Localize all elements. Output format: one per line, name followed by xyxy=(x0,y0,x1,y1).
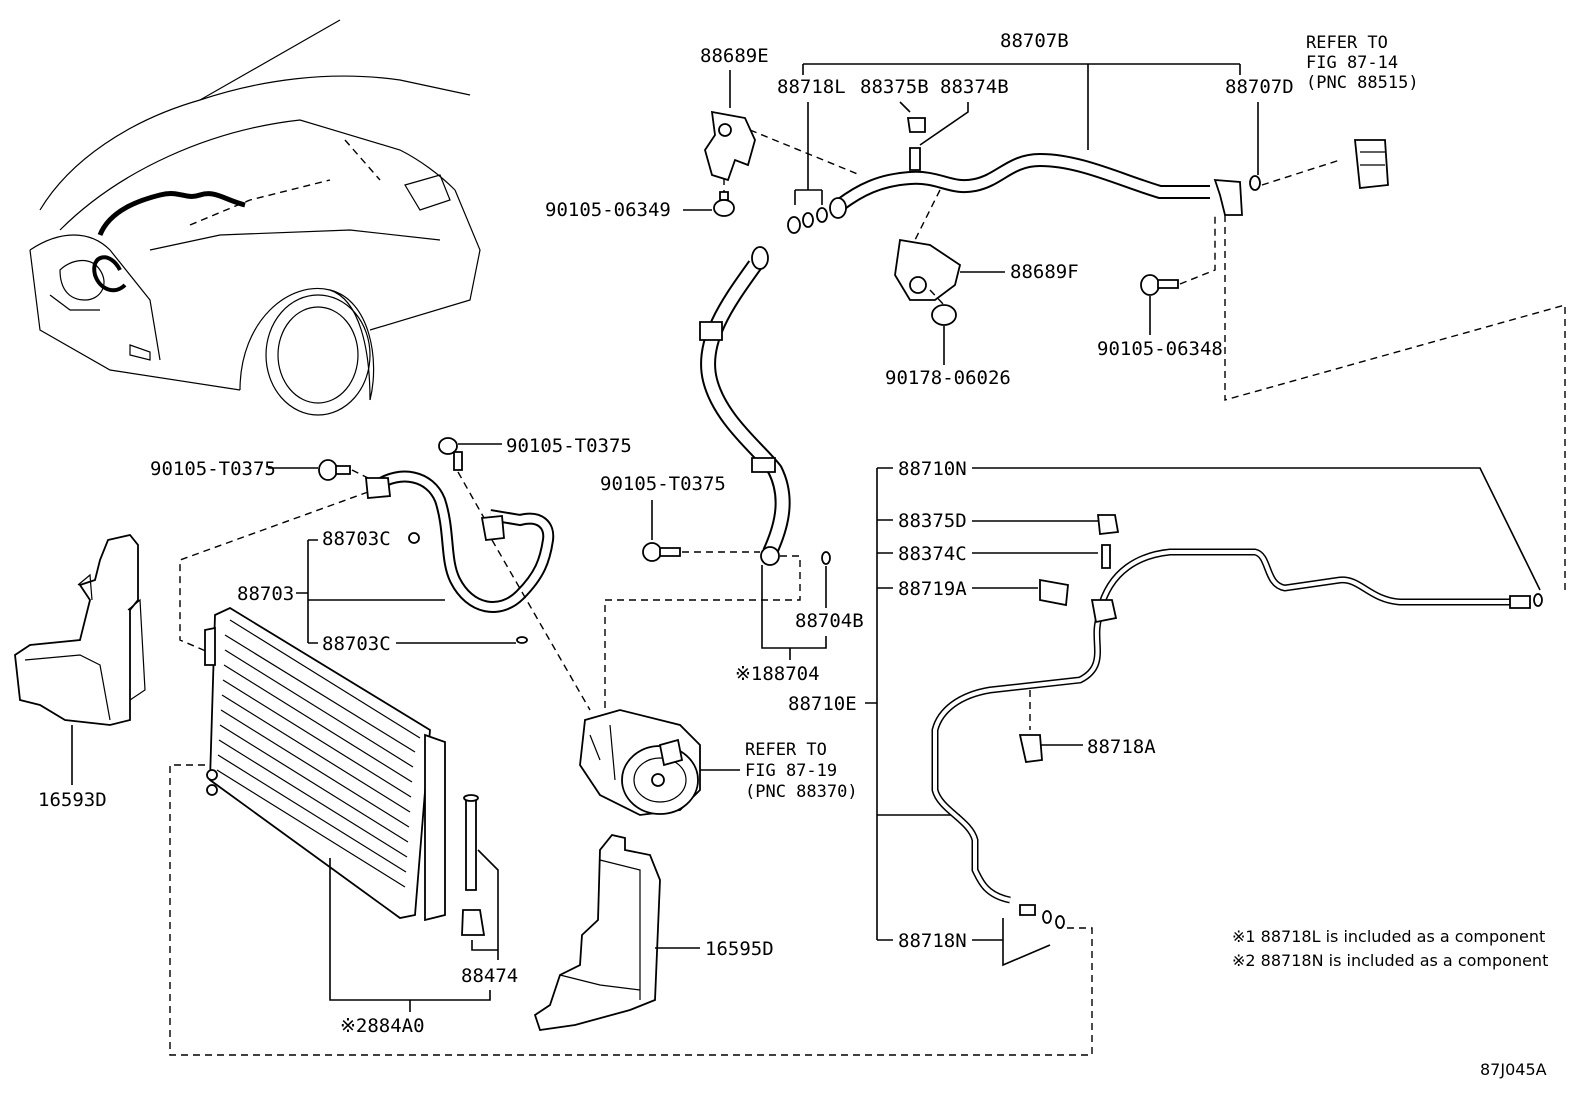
label-90105-T0375-upper: 90105-T0375 xyxy=(506,435,632,457)
label-16593D: 16593D xyxy=(38,789,107,811)
condenser-884A0 xyxy=(204,606,446,922)
bolt-90105-06349 xyxy=(713,191,735,217)
o-ring-88703C-b xyxy=(516,636,528,644)
o-ring-88718N-a xyxy=(1042,910,1052,924)
vehicle-sketch xyxy=(29,19,481,416)
figure-id: 87J045A xyxy=(1480,1060,1547,1079)
label-88707B: 88707B xyxy=(1000,30,1069,52)
label-88375B: 88375B xyxy=(860,76,929,98)
label-88704B: 88704B xyxy=(795,610,864,632)
refer-note-compressor-line1: REFER TO xyxy=(745,740,827,760)
pressure-sensor-88719A xyxy=(1039,578,1069,607)
expansion-valve-ref xyxy=(1354,139,1389,189)
refer-note-top-line1: REFER TO xyxy=(1306,33,1388,53)
label-88704: ※188704 xyxy=(735,663,820,685)
label-88718A: 88718A xyxy=(1087,736,1156,758)
nut-90178-06026 xyxy=(931,304,957,326)
bracket-88689F xyxy=(894,238,962,301)
compressor-ref xyxy=(579,709,701,816)
o-ring-88704B xyxy=(821,551,831,565)
label-88703C-b: 88703C xyxy=(322,633,391,655)
bolt-90105-06348 xyxy=(1140,274,1179,296)
cap-88375D xyxy=(1097,514,1120,535)
valve-core-88374C xyxy=(1101,544,1111,569)
label-88703: 88703 xyxy=(237,583,294,605)
label-88703C-a: 88703C xyxy=(322,528,391,550)
label-884A0: ※2884A0 xyxy=(340,1015,425,1037)
o-ring-88718N-b xyxy=(1055,915,1065,929)
vehicle-ac-line-highlight-2 xyxy=(92,255,127,293)
pipe-end-88707D xyxy=(1213,178,1243,216)
bracket-88689E xyxy=(704,110,756,182)
label-90178-06026: 90178-06026 xyxy=(885,367,1011,389)
label-90105-T0375-center: 90105-T0375 xyxy=(600,473,726,495)
o-ring-88703C-a xyxy=(408,532,420,544)
label-90105-06349: 90105-06349 xyxy=(545,199,671,221)
o-ring-88707D xyxy=(1249,175,1261,191)
o-ring-88718L-a xyxy=(787,216,801,234)
seal-16593D xyxy=(14,533,146,726)
label-88707D: 88707D xyxy=(1225,76,1294,98)
bolt-90105-T0375-center xyxy=(642,542,681,562)
label-88718N: 88718N xyxy=(898,930,967,952)
liquid-pipe-88710E xyxy=(931,613,1104,904)
footnote-2: ※2 88718N is included as a component xyxy=(1232,951,1548,970)
label-90105-T0375-left: 90105-T0375 xyxy=(150,458,276,480)
refer-note-top-line2: FIG 87-14 xyxy=(1306,53,1398,73)
label-88719A: 88719A xyxy=(898,578,967,600)
label-16595D: 16595D xyxy=(705,938,774,960)
receiver-dryer-88474 xyxy=(461,794,486,936)
label-88374B: 88374B xyxy=(940,76,1009,98)
label-88710N: 88710N xyxy=(898,458,967,480)
label-88374C: 88374C xyxy=(898,543,967,565)
footnote-1: ※1 88718L is included as a component xyxy=(1232,927,1545,946)
refer-note-compressor-line2: FIG 87-19 xyxy=(745,761,837,781)
o-ring-88718L-b xyxy=(802,212,814,228)
label-90105-06348: 90105-06348 xyxy=(1097,338,1223,360)
clamp-88718A xyxy=(1018,734,1043,763)
label-88710E: 88710E xyxy=(788,693,857,715)
vehicle-ac-line-highlight xyxy=(97,191,246,237)
bolt-90105-T0375-upper xyxy=(438,437,463,471)
valve-core-88374B xyxy=(909,147,921,171)
label-88718L: 88718L xyxy=(777,76,846,98)
seal-16595D xyxy=(533,833,661,1031)
label-88474: 88474 xyxy=(461,965,518,987)
label-88689E: 88689E xyxy=(700,45,769,67)
bolt-90105-T0375-left xyxy=(318,459,351,481)
label-88375D: 88375D xyxy=(898,510,967,532)
refer-note-top-line3: (PNC 88515) xyxy=(1306,73,1419,93)
refer-note-compressor-line3: (PNC 88370) xyxy=(745,782,858,802)
o-ring-88718L-c xyxy=(816,207,828,223)
label-88689F: 88689F xyxy=(1010,261,1079,283)
cap-88375B xyxy=(906,117,926,133)
